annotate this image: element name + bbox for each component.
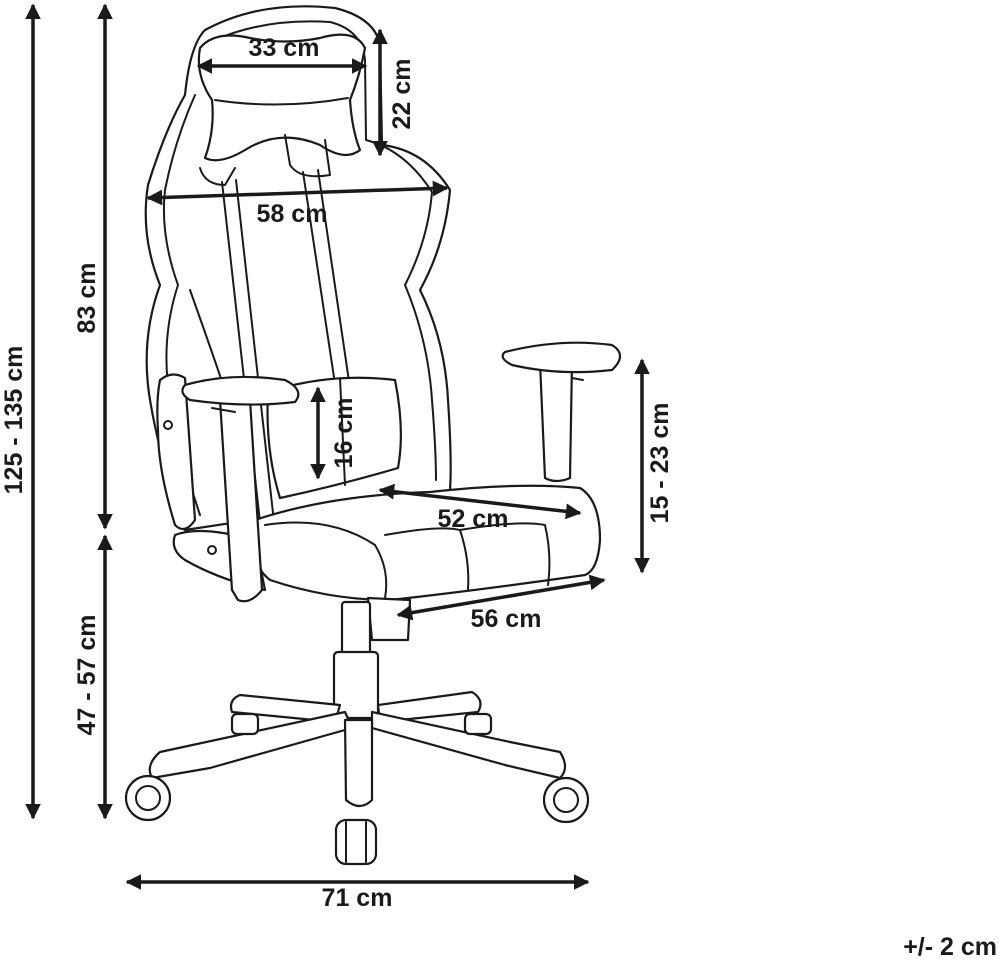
chair-illustration — [124, 5, 622, 866]
lumbar-seam — [339, 377, 346, 486]
armrest-left-post — [218, 398, 264, 603]
label-backrest-height: 83 cm — [73, 263, 101, 334]
caster-rear-left — [230, 712, 260, 736]
label-seat-width: 56 cm — [471, 605, 542, 633]
label-total-height: 125 - 135 cm — [0, 346, 28, 495]
caster-front — [334, 818, 378, 866]
base-bolt — [207, 545, 217, 555]
caster-front-right — [542, 776, 590, 824]
dimension-arrows — [25, 3, 650, 890]
gas-lift-lower — [332, 650, 380, 720]
base-leg-front-right — [370, 710, 567, 780]
base-leg-front — [343, 718, 374, 808]
label-headrest-width: 33 cm — [249, 34, 320, 62]
armrest-left-pad — [181, 375, 300, 406]
armrest-right-post — [538, 360, 574, 483]
side-shield-left — [156, 373, 197, 531]
seat-bolster-left — [264, 521, 388, 599]
harness-slot-right — [284, 134, 331, 178]
base-leg-rear-right — [376, 690, 482, 724]
armrest-right-lever — [571, 377, 584, 381]
label-base-width: 71 cm — [322, 884, 393, 912]
label-seat-depth: 52 cm — [438, 505, 509, 533]
arrow-backrest-width — [146, 180, 449, 206]
label-seat-height: 47 - 57 cm — [73, 615, 101, 736]
dimension-labels: 125 - 135 cm 83 cm 47 - 57 cm 33 cm 22 c… — [0, 34, 997, 961]
arrow-seat-width — [396, 574, 606, 621]
base-leg-front-left — [148, 710, 354, 780]
caster-rear-right — [463, 712, 493, 736]
base-leg-rear-left — [229, 693, 342, 724]
gas-lift-upper — [340, 600, 372, 659]
lumbar-pillow — [266, 376, 402, 500]
label-tolerance: +/- 2 cm — [903, 933, 997, 961]
caster-front-left — [124, 774, 172, 822]
label-lumbar-height: 16 cm — [330, 398, 358, 469]
headrest-seam — [214, 97, 349, 106]
label-armrest-height: 15 - 23 cm — [646, 403, 674, 524]
recline-knob — [163, 420, 173, 430]
seat-mechanism — [366, 596, 412, 642]
seat-panel-b — [459, 522, 551, 586]
arrow-seat-depth — [378, 483, 582, 520]
armrest-left-lever — [211, 407, 236, 413]
label-headrest-height: 22 cm — [388, 59, 416, 130]
label-backrest-width: 58 cm — [257, 200, 328, 228]
armrest-right-pad — [501, 341, 622, 374]
